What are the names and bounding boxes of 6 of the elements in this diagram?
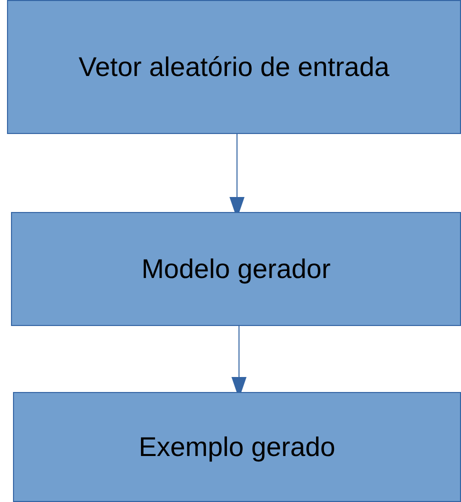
box-label: Vetor aleatório de entrada: [78, 50, 390, 84]
process-box: [11, 212, 461, 326]
box-label: Exemplo gerado: [138, 430, 336, 464]
process-box: [7, 0, 461, 134]
box-label: Modelo gerador: [141, 252, 331, 286]
process-box: [13, 392, 461, 502]
